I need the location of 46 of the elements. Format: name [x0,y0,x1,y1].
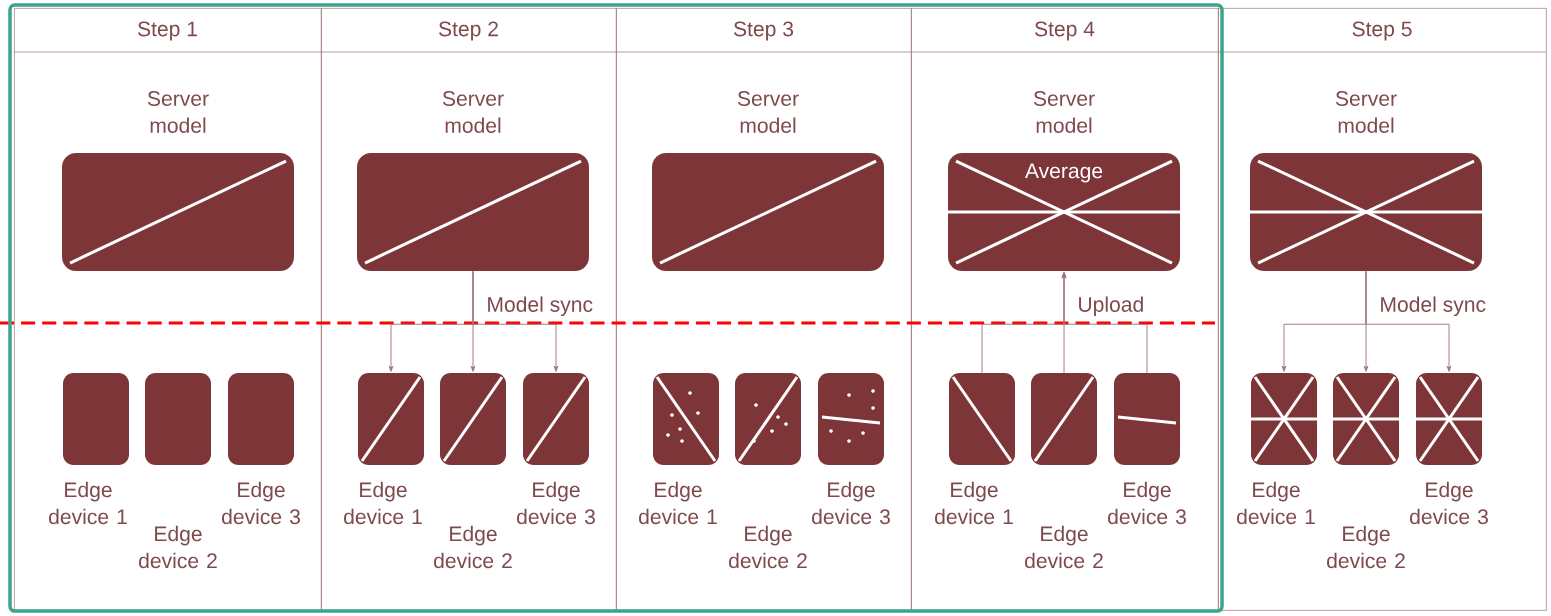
node-label: Server model [147,91,209,133]
node-label: Server model [442,91,504,133]
node-label: Edge device 2 [139,525,217,569]
node-label: Server model [737,91,799,133]
edge-device-box: Edge device 1 [49,373,129,525]
edge-device-box: Edge device 3 [812,373,890,525]
edge-device-box: Edge device 3 [1410,373,1488,525]
edge-device-box: Edge device 1 [935,373,1015,525]
edge-label: Model sync [1378,295,1488,318]
server-model-box: Server model [357,91,589,271]
node-label: Edge device 2 [729,525,807,569]
edge-device-box: Edge device 1 [639,373,719,525]
node-label: Edge device 1 [639,481,717,525]
edge-device-box: Edge device 2 [1327,373,1405,569]
node-label: Edge device 2 [1025,525,1103,569]
node-label: Edge device 1 [935,481,1013,525]
node-label: Edge device 3 [222,481,300,525]
node-label: Edge device 3 [1410,481,1488,525]
server-model-box: Server model [1250,91,1483,271]
edge-label: Model sync [485,295,595,318]
arrow [472,270,559,372]
node-label: Edge device 1 [1237,481,1315,525]
node-label: Server model [1033,91,1095,133]
edge-device-box: Edge device 2 [139,373,217,569]
node-label: Edge device 2 [1327,525,1405,569]
edge-device-box: Edge device 3 [1108,373,1186,525]
server-model-box: Server model [62,91,294,271]
edge-device-box: Edge device 2 [434,373,512,569]
edge-device-box: Edge device 2 [1025,373,1103,569]
edge-device-box: Edge device 3 [517,373,595,525]
node-label: Edge device 2 [434,525,512,569]
arrow [1061,272,1148,374]
node-label: Edge device 3 [517,481,595,525]
edge-device-box: Edge device 1 [1237,373,1317,525]
node-label: Server model [1335,91,1397,133]
node-label: Edge device 1 [344,481,422,525]
node-label: Edge device 3 [812,481,890,525]
node-label: Edge device 1 [49,481,127,525]
edge-device-box: Edge device 3 [222,373,300,525]
edge-device-box: Edge device 1 [344,373,424,525]
edge-label: Upload [1076,295,1146,318]
node-label: Edge device 3 [1108,481,1186,525]
edge-device-box: Edge device 2 [729,373,807,569]
server-model-box: Server model [652,91,884,271]
arrow [1365,270,1452,372]
server-model-box: Server model Average [948,91,1180,271]
